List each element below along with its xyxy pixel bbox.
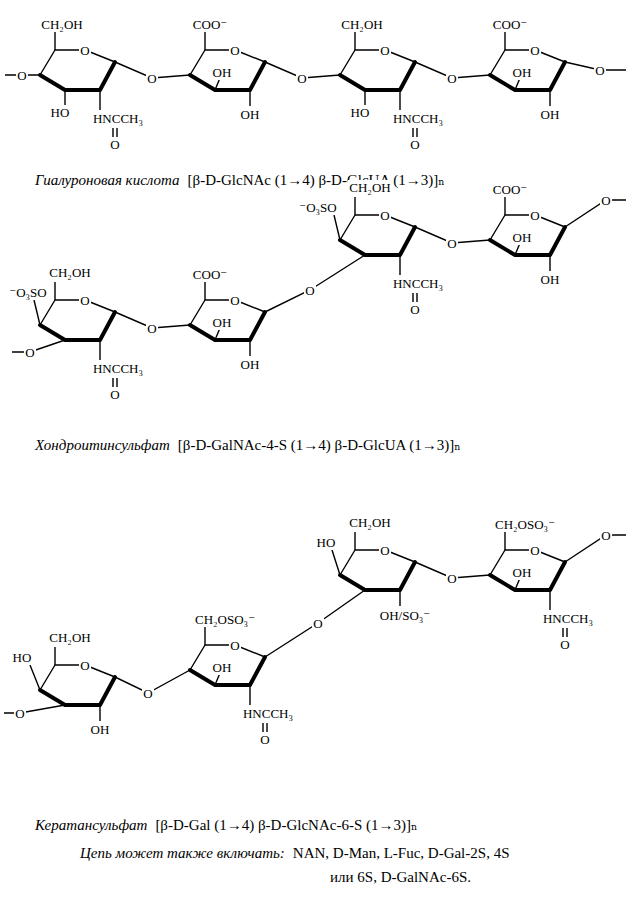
atom-label: O [229, 293, 240, 308]
sugar-ring [340, 50, 415, 90]
atom-label: HNCCH₃ [392, 276, 444, 291]
atom-label: O [446, 236, 457, 251]
atom-label: O [14, 706, 25, 721]
sugar-ring [340, 215, 415, 255]
caption-text: Цепь может также включать: [80, 845, 285, 862]
atom-label: CH₂OH [48, 630, 91, 645]
atom-label: OH [212, 65, 233, 80]
caption-text: Кератансульфат [35, 817, 147, 834]
caption-text: Хондроитинсульфат [35, 437, 170, 454]
atom-label: O [446, 571, 457, 586]
atom-label: OH [240, 107, 261, 122]
bond-lines [4, 532, 626, 732]
atom-label: CH₂OH [40, 17, 83, 32]
atom-label: O [379, 208, 390, 223]
atom-label: OH [240, 357, 261, 372]
atom-label: HNCCH₃ [542, 611, 594, 626]
atom-label: COO⁻ [492, 17, 528, 32]
atom-label: CH₂OH [348, 515, 391, 530]
atom-label: O [229, 43, 240, 58]
atom-label: HNCCH₃ [92, 361, 144, 376]
atom-label: O [142, 686, 153, 701]
atom-label: OH [90, 722, 111, 737]
atom-label: CH₂OH [340, 17, 383, 32]
atom-label: HO [316, 535, 337, 550]
atom-label: CH₂OH [348, 180, 391, 195]
atom-label: O [259, 732, 270, 747]
sugar-ring [190, 645, 265, 685]
keratan-structure [4, 532, 626, 732]
atom-label: COO⁻ [192, 17, 228, 32]
atom-label: O [409, 302, 420, 317]
atom-label: O [146, 321, 157, 336]
sugar-ring [40, 50, 115, 90]
atom-label: O [146, 71, 157, 86]
atom-label: O [446, 71, 457, 86]
atom-label: O [24, 345, 35, 360]
atom-label: O [79, 293, 90, 308]
hyaluronic-structure [5, 32, 626, 137]
atom-label: OH [512, 565, 533, 580]
chondroitin-structure [12, 197, 626, 387]
atom-label: O [600, 528, 611, 543]
sugar-ring [490, 550, 565, 590]
atom-label: HO [350, 105, 371, 120]
bond-lines [12, 197, 626, 387]
atom-label: HNCCH₃ [392, 111, 444, 126]
atom-label: O [379, 543, 390, 558]
atom-label: COO⁻ [192, 267, 228, 282]
atom-label: O [529, 43, 540, 58]
atom-label: HNCCH₃ [242, 706, 294, 721]
atom-label: OH [512, 230, 533, 245]
caption-text: NAN, D-Man, L-Fuc, D-Gal-2S, 4S [293, 845, 510, 862]
atom-label: ⁻O₃SO [8, 285, 47, 300]
atom-label: O [229, 638, 240, 653]
sugar-ring [490, 50, 565, 90]
atom-label: OH [212, 660, 233, 675]
caption-text: [β-D-GalNAc-4-S (1→4) β-D-GlcUA (1→3)]ₙ [178, 437, 461, 454]
atom-label: O [16, 68, 27, 83]
atom-label: CH₂OH [48, 265, 91, 280]
atom-label: O [312, 616, 323, 631]
atom-label: O [109, 137, 120, 152]
atom-label: O [559, 637, 570, 652]
atom-label: HO [50, 105, 71, 120]
atom-label: O [594, 63, 605, 78]
atom-label: CH₂OSO₃⁻ [494, 517, 556, 532]
atom-label: OH [540, 107, 561, 122]
sugar-ring [40, 665, 115, 705]
atom-label: O [379, 43, 390, 58]
caption-text: Гиалуроновая кислота [35, 172, 180, 189]
atom-label: OH/SO₃⁻ [379, 608, 431, 623]
atom-label: HNCCH₃ [92, 111, 144, 126]
atom-label: CH₂OSO₃⁻ [194, 612, 256, 627]
atom-label: OH [540, 272, 561, 287]
sugar-ring [340, 550, 415, 590]
sugar-ring [490, 215, 565, 255]
atom-label: O [109, 387, 120, 402]
atom-label: ⁻O₃SO [298, 200, 337, 215]
atom-label: O [409, 137, 420, 152]
atom-label: O [79, 43, 90, 58]
atom-label: OH [212, 315, 233, 330]
bond-lines [5, 32, 626, 137]
atom-label: HO [12, 650, 33, 665]
atom-label: O [600, 193, 611, 208]
atom-label: COO⁻ [492, 182, 528, 197]
atom-label: O [304, 283, 315, 298]
sugar-ring [190, 50, 265, 90]
atom-label: O [529, 208, 540, 223]
caption-text: или 6S, D-GalNAc-6S. [330, 869, 471, 886]
atom-label: OH [512, 65, 533, 80]
atom-label: O [79, 658, 90, 673]
caption-text: [β-D-GlcNAc (1→4) β-D-GlcUA (1→3)]ₙ [188, 172, 445, 189]
sugar-ring [40, 300, 115, 340]
atom-label: O [529, 543, 540, 558]
atom-label: O [296, 71, 307, 86]
caption-text: [β-D-Gal (1→4) β-D-GlcNAc-6-S (1→3)]ₙ [155, 817, 417, 834]
sugar-ring [190, 300, 265, 340]
